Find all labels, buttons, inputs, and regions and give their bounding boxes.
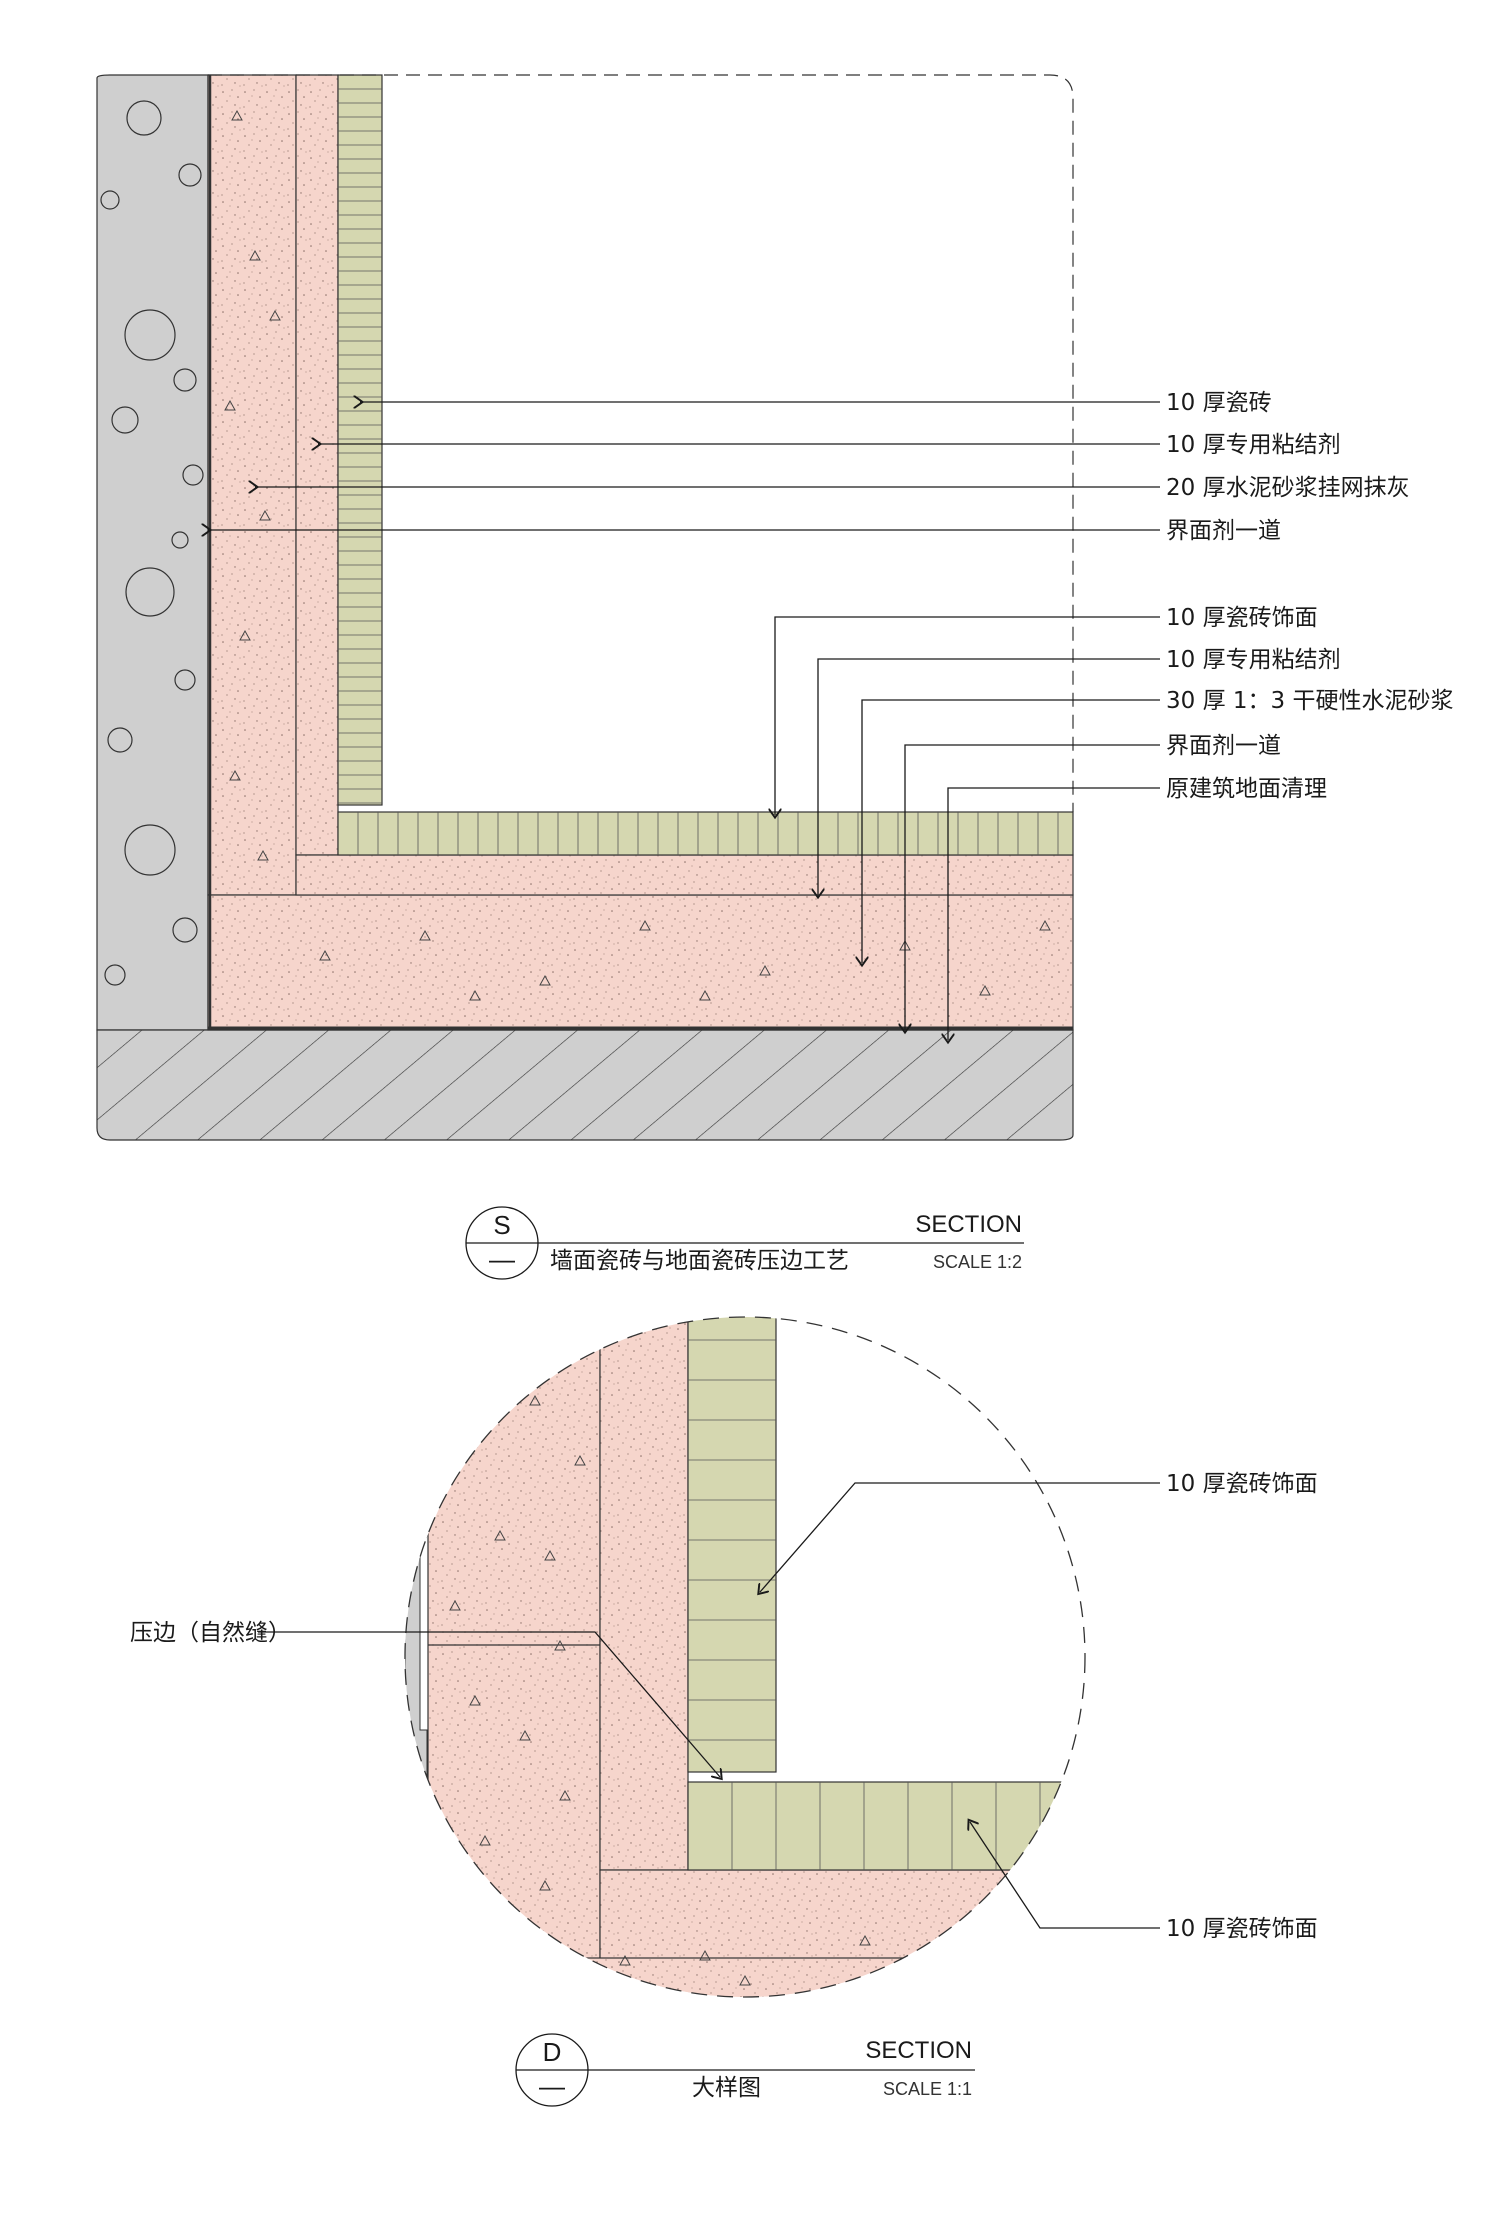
callout-floor-interface: 界面剂一道	[1166, 733, 1281, 759]
callout-wall-plaster: 20 厚水泥砂浆挂网抹灰	[1166, 475, 1410, 501]
section-s-wall-labels: 10 厚瓷砖 10 厚专用粘结剂 20 厚水泥砂浆挂网抹灰 界面剂一道	[1166, 390, 1410, 544]
wall-plaster	[207, 74, 297, 896]
section-s-drawing	[96, 74, 1074, 1141]
callout-d-floor-tile: 10 厚瓷砖饰面	[1166, 1916, 1318, 1942]
callout-wall-adhesive: 10 厚专用粘结剂	[1166, 432, 1341, 458]
floor-screed	[207, 894, 1074, 1031]
section-s-dash: —	[489, 1244, 515, 1274]
section-d-dash: —	[539, 2071, 565, 2101]
callout-floor-screed: 30 厚 1：3 干硬性水泥砂浆	[1166, 688, 1453, 714]
callout-d-wall-tile: 10 厚瓷砖饰面	[1166, 1471, 1318, 1497]
section-s-section: SECTION	[915, 1211, 1022, 1238]
section-d-title: D — 大样图 SECTION SCALE 1:1	[515, 2033, 975, 2107]
callout-floor-clean: 原建筑地面清理	[1166, 776, 1327, 802]
section-s-name: 墙面瓷砖与地面瓷砖压边工艺	[550, 1248, 849, 1274]
section-d-scale: SCALE 1:1	[883, 2079, 972, 2099]
concrete-floor	[96, 1029, 1074, 1141]
floor-adhesive	[295, 854, 1074, 896]
section-d-boundary	[404, 1316, 1086, 1998]
section-s-floor-leaders	[775, 616, 1160, 1040]
callout-d-edge: 压边（自然缝）	[130, 1620, 291, 1646]
wall-tiles	[337, 74, 383, 806]
section-d-labels: 10 厚瓷砖饰面 10 厚瓷砖饰面 压边（自然缝）	[130, 1471, 1318, 1942]
callout-floor-tile: 10 厚瓷砖饰面	[1166, 605, 1318, 631]
section-s-floor-labels: 10 厚瓷砖饰面 10 厚专用粘结剂 30 厚 1：3 干硬性水泥砂浆 界面剂一…	[1166, 605, 1453, 802]
wall-adhesive	[295, 74, 339, 856]
section-d-drawing	[405, 1317, 1085, 1997]
section-d-section: SECTION	[865, 2037, 972, 2064]
callout-wall-tile: 10 厚瓷砖	[1166, 390, 1272, 416]
section-d-letter: D	[543, 2037, 562, 2067]
section-s-letter: S	[493, 1210, 510, 1240]
callout-wall-interface: 界面剂一道	[1166, 518, 1281, 544]
callout-floor-adhesive: 10 厚专用粘结剂	[1166, 647, 1341, 673]
section-s-title: S — 墙面瓷砖与地面瓷砖压边工艺 SECTION SCALE 1:2	[465, 1206, 1024, 1280]
section-d-name: 大样图	[692, 2075, 761, 2101]
boundary-dashed	[208, 74, 1074, 812]
section-s-wall-leaders	[208, 402, 1160, 530]
section-s-scale: SCALE 1:2	[933, 1252, 1022, 1272]
concrete-wall	[96, 74, 209, 1031]
floor-tiles	[337, 811, 1074, 856]
section-d-leaders	[258, 1482, 1160, 1929]
